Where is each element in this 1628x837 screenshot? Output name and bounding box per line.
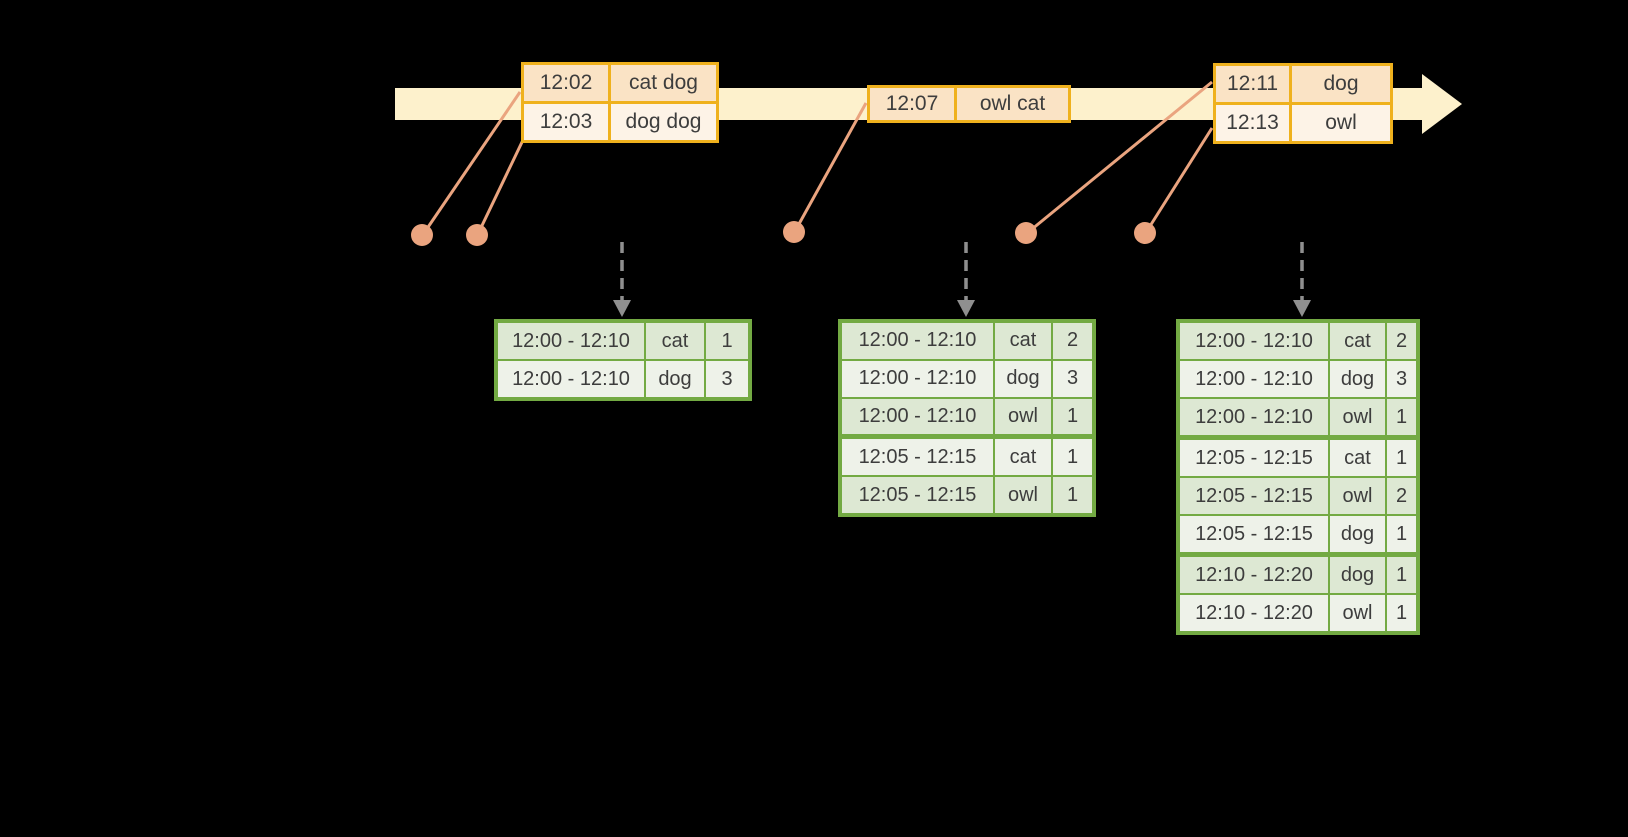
count-cell: 3 (1385, 361, 1416, 397)
result-row: 12:00 - 12:10 cat 1 (498, 323, 748, 359)
word-cell: owl (1328, 595, 1385, 631)
event-words: dog dog (608, 104, 716, 140)
event-dot-icon (411, 224, 433, 246)
input-batch-table-3: 12:11 dog 12:13 owl (1213, 63, 1393, 144)
event-row: 12:02 cat dog (524, 65, 716, 101)
event-dot-icon (1134, 222, 1156, 244)
connector-line (1025, 80, 1213, 236)
result-row: 12:00 - 12:10 dog 3 (498, 359, 748, 397)
trigger-arrowhead-icon (957, 300, 975, 317)
window-cell: 12:05 - 12:15 (842, 439, 993, 476)
count-cell: 1 (1385, 516, 1416, 552)
word-cell: owl (993, 398, 1051, 435)
trigger-arrowhead-icon (613, 300, 631, 317)
count-cell: 1 (1051, 398, 1092, 435)
event-time: 12:13 (1216, 105, 1289, 141)
word-cell: dog (1328, 557, 1385, 593)
event-words: cat dog (608, 65, 716, 101)
result-row: 12:05 - 12:15 owl 1 (842, 475, 1092, 513)
event-time: 12:07 (870, 88, 954, 120)
result-table-2: 12:00 - 12:10 cat 2 12:00 - 12:10 dog 3 … (838, 319, 1096, 517)
word-cell: owl (993, 477, 1051, 513)
count-cell: 3 (704, 361, 748, 397)
event-row: 12:13 owl (1216, 102, 1390, 141)
word-cell: dog (644, 361, 704, 397)
word-cell: dog (1328, 361, 1385, 397)
count-cell: 1 (1385, 440, 1416, 476)
count-cell: 2 (1385, 478, 1416, 514)
result-row: 12:05 - 12:15 dog 1 (1180, 514, 1416, 552)
window-cell: 12:05 - 12:15 (1180, 440, 1328, 476)
word-cell: cat (644, 323, 704, 359)
result-row: 12:00 - 12:10 dog 3 (842, 358, 1092, 397)
count-cell: 1 (1385, 557, 1416, 593)
word-cell: cat (1328, 323, 1385, 359)
event-row: 12:03 dog dog (524, 101, 716, 140)
window-cell: 12:00 - 12:10 (842, 323, 993, 359)
connector-line (792, 102, 868, 234)
count-cell: 1 (1051, 477, 1092, 513)
result-row: 12:05 - 12:15 cat 1 (1180, 435, 1416, 476)
connector-line (420, 91, 522, 237)
result-table-1: 12:00 - 12:10 cat 1 12:00 - 12:10 dog 3 (494, 319, 752, 401)
input-batch-table-2: 12:07 owl cat (867, 85, 1071, 123)
event-time-axis-arrowhead-icon (1422, 74, 1462, 134)
result-row: 12:00 - 12:10 cat 2 (1180, 323, 1416, 359)
result-row: 12:00 - 12:10 dog 3 (1180, 359, 1416, 397)
result-row: 12:00 - 12:10 cat 2 (842, 323, 1092, 359)
window-cell: 12:00 - 12:10 (1180, 399, 1328, 435)
event-words: dog (1289, 66, 1390, 102)
window-cell: 12:00 - 12:10 (842, 398, 993, 435)
result-row: 12:00 - 12:10 owl 1 (1180, 397, 1416, 435)
count-cell: 1 (704, 323, 748, 359)
result-row: 12:05 - 12:15 owl 2 (1180, 476, 1416, 514)
count-cell: 2 (1385, 323, 1416, 359)
result-row: 12:05 - 12:15 cat 1 (842, 434, 1092, 476)
window-cell: 12:00 - 12:10 (842, 360, 993, 397)
window-cell: 12:05 - 12:15 (1180, 478, 1328, 514)
word-cell: owl (1328, 478, 1385, 514)
event-words: owl cat (954, 88, 1068, 120)
count-cell: 2 (1051, 323, 1092, 359)
event-time: 12:11 (1216, 66, 1289, 102)
event-dot-icon (783, 221, 805, 243)
event-words: owl (1289, 105, 1390, 141)
event-row: 12:07 owl cat (870, 88, 1068, 120)
window-cell: 12:00 - 12:10 (1180, 361, 1328, 397)
event-dot-icon (1015, 222, 1037, 244)
input-batch-table-1: 12:02 cat dog 12:03 dog dog (521, 62, 719, 143)
window-cell: 12:10 - 12:20 (1180, 595, 1328, 631)
window-cell: 12:00 - 12:10 (1180, 323, 1328, 359)
window-cell: 12:05 - 12:15 (1180, 516, 1328, 552)
word-cell: cat (1328, 440, 1385, 476)
count-cell: 1 (1385, 595, 1416, 631)
count-cell: 1 (1385, 399, 1416, 435)
result-row: 12:00 - 12:10 owl 1 (842, 396, 1092, 435)
window-cell: 12:00 - 12:10 (498, 323, 644, 359)
word-cell: owl (1328, 399, 1385, 435)
window-cell: 12:05 - 12:15 (842, 477, 993, 513)
result-table-3: 12:00 - 12:10 cat 2 12:00 - 12:10 dog 3 … (1176, 319, 1420, 635)
count-cell: 1 (1051, 439, 1092, 476)
count-cell: 3 (1051, 360, 1092, 397)
word-cell: cat (993, 323, 1051, 359)
result-row: 12:10 - 12:20 owl 1 (1180, 593, 1416, 631)
trigger-arrowhead-icon (1293, 300, 1311, 317)
event-dot-icon (466, 224, 488, 246)
window-cell: 12:10 - 12:20 (1180, 557, 1328, 593)
word-cell: dog (993, 360, 1051, 397)
event-time: 12:02 (524, 65, 608, 101)
word-cell: dog (1328, 516, 1385, 552)
word-cell: cat (993, 439, 1051, 476)
connector-line (475, 139, 525, 237)
event-time: 12:03 (524, 104, 608, 140)
event-row: 12:11 dog (1216, 66, 1390, 102)
connector-line (1143, 127, 1214, 235)
result-row: 12:10 - 12:20 dog 1 (1180, 552, 1416, 593)
window-cell: 12:00 - 12:10 (498, 361, 644, 397)
